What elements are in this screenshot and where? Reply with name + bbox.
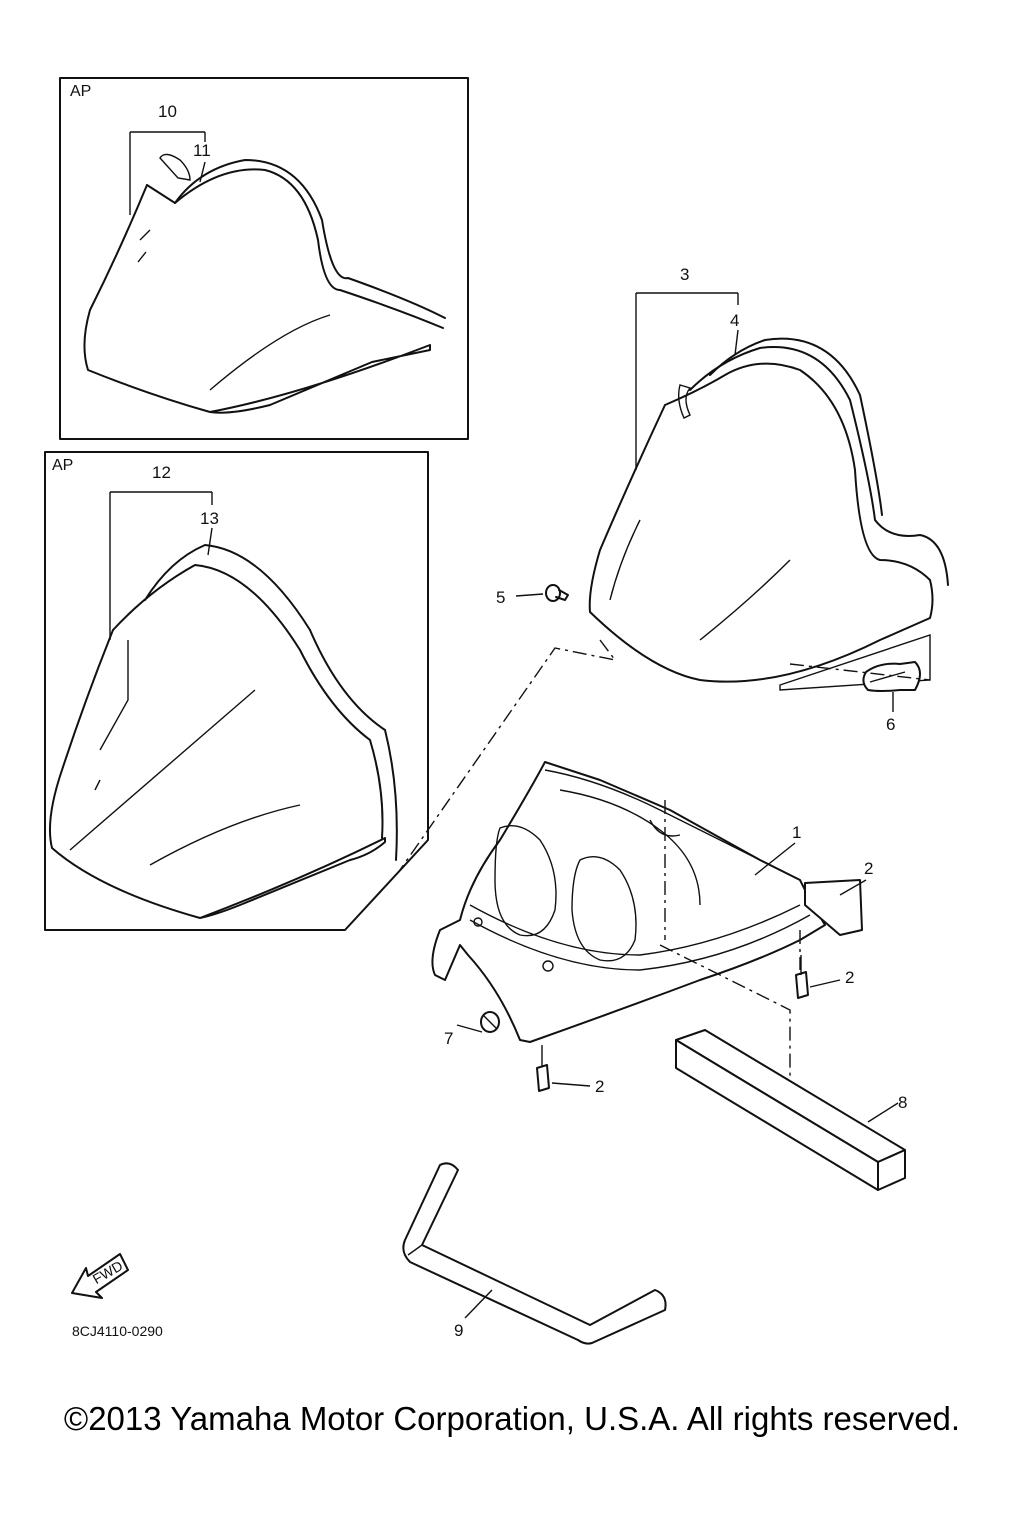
bolt-2a <box>795 955 809 999</box>
screw-5 <box>545 584 569 602</box>
windshield-3 <box>588 337 949 691</box>
callout-2a: 2 <box>845 968 854 987</box>
callout-8: 9 <box>454 1321 463 1340</box>
fwd-arrow-icon: FWD <box>71 1253 129 1299</box>
copyright-notice: ©2013 Yamaha Motor Corporation, U.S.A. A… <box>63 1400 961 1437</box>
callout-2b: 2 <box>595 1077 604 1096</box>
callout-6: 7 <box>444 1029 453 1048</box>
grommet-6 <box>480 1011 500 1033</box>
callout-4: 4 <box>730 311 739 330</box>
bolt-2b <box>536 1045 550 1092</box>
callout-7: 6 <box>886 715 895 734</box>
callout-10: 2 <box>864 859 873 878</box>
part-code: 8CJ4110-0290 <box>72 1323 163 1339</box>
callout-12: 11 <box>193 141 211 160</box>
clip-7 <box>862 661 921 692</box>
callout-9: 8 <box>898 1093 907 1112</box>
optional-box-2: AP 12 13 <box>44 451 429 931</box>
callout-13: 12 <box>152 463 171 482</box>
callout-3: 3 <box>680 265 689 284</box>
foam-block-9 <box>675 1029 906 1191</box>
callout-14: 13 <box>200 509 219 528</box>
pad-10 <box>804 879 863 936</box>
cowling-1 <box>431 761 826 1043</box>
callout-5: 5 <box>496 588 505 607</box>
windshield-11 <box>83 153 446 414</box>
callout-1: 1 <box>792 823 801 842</box>
optional-box-1: AP 10 11 <box>59 77 469 440</box>
windshield-13 <box>49 544 398 919</box>
seal-strip-8 <box>402 1162 667 1345</box>
box-label-ap-2: AP <box>52 457 73 474</box>
callout-11: 10 <box>158 102 177 121</box>
box-label-ap-1: AP <box>70 83 91 100</box>
